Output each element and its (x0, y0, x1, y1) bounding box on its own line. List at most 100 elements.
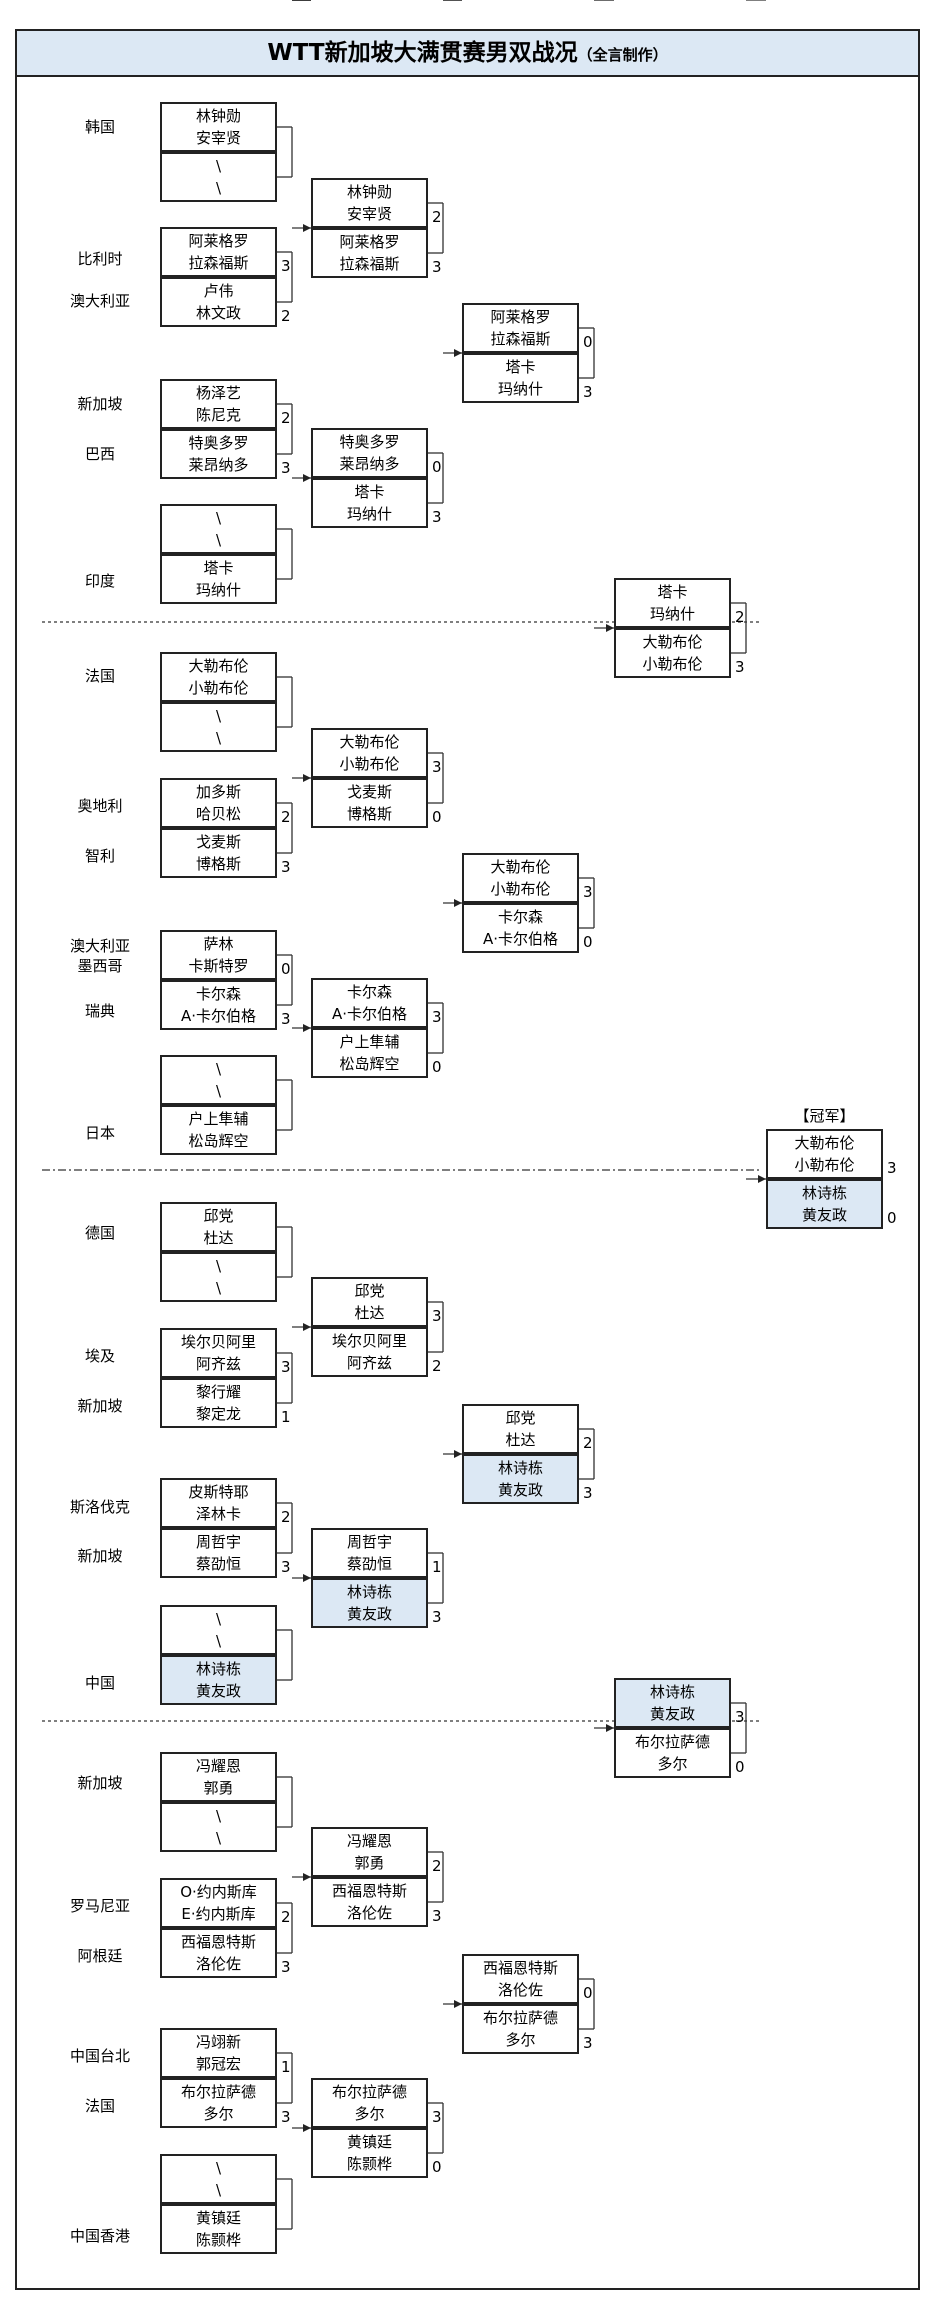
round1-seat: 皮斯特耶泽林卡 (160, 1478, 277, 1528)
round2-seat: 西福恩特斯洛伦佐 (311, 1877, 428, 1927)
match-score: 1 (281, 2058, 291, 2076)
round2-seat: 邱党杜达 (311, 1277, 428, 1327)
player-name: 塔卡 (657, 583, 688, 601)
arrow-head (454, 1450, 462, 1458)
player-name: 多尔 (203, 2105, 234, 2123)
country-label: 新加坡 (77, 395, 123, 413)
player-name: 蔡劭恒 (195, 1555, 241, 1573)
bracket-title: WTT新加坡大满贯赛男双战况 (267, 40, 578, 66)
country-label: 埃及 (84, 1347, 115, 1365)
round3-seat: 布尔拉萨德多尔 (462, 2004, 579, 2054)
player-name: 埃尔贝阿里 (331, 1332, 407, 1350)
country-label: 澳大利亚 (69, 937, 130, 955)
arrow-head (303, 224, 311, 232)
player-name: \ (215, 1279, 222, 1297)
round1-seat: 邱党杜达 (160, 1202, 277, 1252)
match-score: 3 (583, 383, 593, 401)
player-name: A·卡尔伯格 (482, 930, 559, 948)
player-name: 特奥多罗 (188, 434, 249, 452)
country-label: 日本 (84, 1124, 115, 1142)
match-score: 3 (583, 1484, 593, 1502)
match-score: 0 (432, 458, 442, 476)
round1-seat: 西福恩特斯洛伦佐 (160, 1928, 277, 1978)
player-name: 泽林卡 (195, 1505, 241, 1523)
player-name: 杨泽艺 (195, 384, 241, 402)
match-score: 3 (583, 883, 593, 901)
match-score: 2 (432, 1857, 442, 1875)
player-name: 林诗栋 (346, 1583, 392, 1601)
country-label: 巴西 (84, 445, 115, 463)
player-name: 安宰贤 (346, 205, 392, 223)
player-name: 小勒布伦 (642, 655, 703, 673)
country-label: 中国 (84, 1674, 115, 1692)
player-name: 黎行耀 (195, 1383, 241, 1401)
player-name: 多尔 (354, 2105, 385, 2123)
player-name: \ (215, 1060, 222, 1078)
player-name: 莱昂纳多 (339, 455, 400, 473)
match-score: 2 (281, 409, 291, 427)
player-name: 大勒布伦 (490, 858, 551, 876)
player-name: \ (215, 2181, 222, 2199)
player-name: 拉森福斯 (490, 330, 551, 348)
player-name: 埃尔贝阿里 (180, 1333, 256, 1351)
player-name: 西福恩特斯 (482, 1959, 558, 1977)
player-name: 卢伟 (203, 282, 234, 300)
player-name: \ (215, 531, 222, 549)
player-name: 黄友政 (649, 1705, 695, 1723)
round2-seat: 林钟勋安宰贤 (311, 178, 428, 228)
player-name: 邱党 (505, 1409, 536, 1427)
champion-label: 【冠军】 (794, 1107, 855, 1125)
country-label: 法国 (84, 667, 115, 685)
country-label: 比利时 (77, 250, 123, 268)
round3-seat: 大勒布伦小勒布伦 (462, 853, 579, 903)
player-name: 小勒布伦 (188, 679, 249, 697)
player-name: 西福恩特斯 (180, 1933, 256, 1951)
round3-seat: 塔卡玛纳什 (462, 353, 579, 403)
match-score: 0 (432, 2158, 442, 2176)
match-score: 2 (432, 208, 442, 226)
country-label: 法国 (84, 2097, 115, 2115)
match-score: 3 (432, 258, 442, 276)
player-name: 黄友政 (195, 1682, 241, 1700)
player-name: 阿莱格罗 (339, 233, 400, 251)
player-name: 林诗栋 (497, 1459, 543, 1477)
match-score: 0 (887, 1209, 897, 1227)
match-score: 3 (281, 2108, 291, 2126)
round1-seat: 加多斯哈贝松 (160, 778, 277, 828)
player-name: 玛纳什 (497, 380, 543, 398)
round1-seat: 卢伟林文政 (160, 277, 277, 327)
player-name: 周哲宇 (195, 1533, 241, 1551)
player-name: A·卡尔伯格 (331, 1005, 408, 1023)
arrow-head (303, 1323, 311, 1331)
player-name: \ (215, 509, 222, 527)
round2-seat: 大勒布伦小勒布伦 (311, 728, 428, 778)
player-name: \ (215, 1632, 222, 1650)
match-score: 2 (281, 1908, 291, 1926)
player-name: 博格斯 (195, 855, 241, 873)
title-bar: WTT新加坡大满贯赛男双战况（全言制作） (15, 29, 920, 77)
match-score: 3 (281, 858, 291, 876)
player-name: 杜达 (203, 1229, 234, 1247)
match-score: 0 (432, 808, 442, 826)
player-name: 西福恩特斯 (331, 1882, 407, 1900)
player-name: 阿莱格罗 (490, 308, 551, 326)
player-name: 陈尼克 (195, 406, 241, 424)
player-name: 小勒布伦 (339, 755, 400, 773)
player-name: 邱党 (203, 1207, 234, 1225)
player-name: 邱党 (354, 1282, 385, 1300)
match-score: 3 (735, 658, 745, 676)
player-name: 特奥多罗 (339, 433, 400, 451)
arrow-head (454, 349, 462, 357)
arrow-head (303, 1873, 311, 1881)
round1-seat: 周哲宇蔡劭恒 (160, 1528, 277, 1578)
country-label: 印度 (84, 572, 115, 590)
round4-seat: 林诗栋黄友政 (614, 1678, 731, 1728)
round2-seat: 户上隼辅松岛辉空 (311, 1028, 428, 1078)
player-name: 大勒布伦 (794, 1134, 855, 1152)
country-label: 斯洛伐克 (69, 1498, 130, 1516)
arrow-head (454, 2000, 462, 2008)
player-name: 多尔 (505, 2031, 536, 2049)
